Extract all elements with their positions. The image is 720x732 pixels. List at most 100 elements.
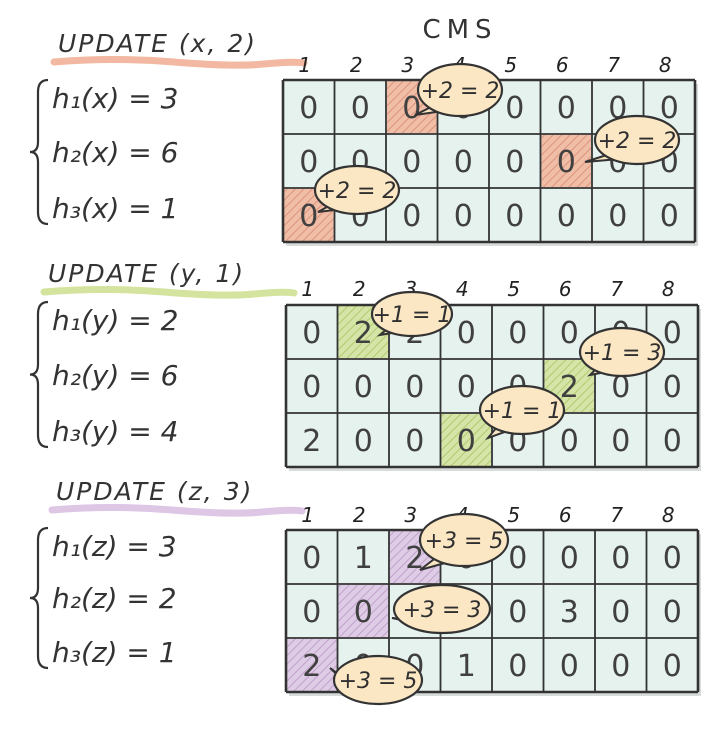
column-number: 1	[301, 277, 314, 301]
bubble-label: +2 = 2	[421, 79, 500, 104]
bubble-label: +1 = 1	[373, 303, 452, 328]
cell-value: 0	[508, 649, 527, 684]
cell-value: 0	[454, 145, 473, 180]
hash-function: h₂(x) = 6	[52, 136, 178, 169]
column-number: 6	[556, 53, 569, 77]
cell-value: 0	[560, 424, 579, 459]
cell-value: 0	[560, 316, 579, 351]
update-underline	[40, 286, 298, 299]
hash-function: h₁(x) = 3	[52, 82, 178, 115]
bubble-label: +1 = 3	[583, 341, 662, 366]
bubble-label: +1 = 1	[483, 399, 562, 424]
increment-bubble: +3 = 3	[391, 583, 492, 635]
panel-1: UPDATE (x, 2)h₁(x) = 3h₂(x) = 6h₃(x) = 1…	[29, 29, 698, 246]
hash-function: h₃(z) = 1	[52, 636, 177, 669]
cell-value: 0	[351, 91, 370, 126]
cell-value: 0	[302, 370, 321, 405]
cell-value: 0	[402, 145, 421, 180]
cell-value: 2	[405, 541, 424, 576]
bubble-shape	[332, 654, 424, 706]
cell-value: 0	[457, 370, 476, 405]
column-number: 8	[662, 277, 675, 301]
increment-bubble: +1 = 1	[478, 384, 566, 441]
column-number: 7	[610, 503, 623, 527]
column-number: 8	[662, 503, 675, 527]
brace	[29, 300, 49, 449]
cell-value: 0	[508, 595, 527, 630]
cell-value: 0	[663, 595, 682, 630]
cell-value: 0	[405, 370, 424, 405]
bubble-label: +3 = 3	[403, 598, 482, 623]
cell-value: 1	[457, 649, 476, 684]
bubble-shape	[593, 114, 681, 166]
cell-value: 0	[505, 145, 524, 180]
bubble-shape	[418, 512, 510, 568]
increment-bubble: +1 = 1	[370, 290, 454, 338]
column-number: 3	[404, 503, 417, 527]
cell-value: 0	[354, 370, 373, 405]
column-number: 8	[659, 53, 672, 77]
panel-3: UPDATE (z, 3) h₁(z) = 3 h₂(z) = 2 h₃(z) = 1…	[29, 477, 701, 706]
cell-value: 0	[505, 199, 524, 234]
cell-value: 0	[299, 145, 318, 180]
column-number: 6	[559, 503, 572, 527]
cell-value: 0	[660, 199, 679, 234]
cell-value: 0	[663, 424, 682, 459]
cell-value: 0	[663, 649, 682, 684]
hash-function: h₁(y) = 2	[52, 304, 178, 337]
cell-value: 0	[560, 649, 579, 684]
cell-value: 3	[560, 595, 579, 630]
hash-function: h₂(y) = 6	[52, 359, 178, 392]
bubble-shape	[478, 384, 566, 436]
cell-value: 0	[457, 424, 476, 459]
hash-function: h₁(z) = 3	[52, 530, 177, 563]
increment-bubble: +2 = 2	[313, 164, 401, 216]
cell-value: 0	[299, 199, 318, 234]
cell-value: 0	[508, 541, 527, 576]
cell-value: 2	[560, 370, 579, 405]
bubble-shape	[392, 583, 492, 635]
update-label: UPDATE (x, 2)	[58, 29, 257, 58]
bubble-label: +3 = 5	[339, 669, 418, 694]
panels: UPDATE (x, 2)h₁(x) = 3h₂(x) = 6h₃(x) = 1…	[29, 29, 701, 706]
column-number: 3	[401, 53, 414, 77]
column-number: 1	[301, 503, 314, 527]
cell-value: 0	[611, 424, 630, 459]
cell-value: 0	[354, 595, 373, 630]
cell-value: 1	[354, 541, 373, 576]
bubble-shape	[578, 326, 666, 378]
increment-bubble: +2 = 2	[414, 62, 504, 118]
column-number: 5	[507, 277, 520, 301]
hashed-cell-highlight	[338, 585, 388, 637]
column-number: 2	[350, 53, 363, 77]
hash-function: h₃(y) = 4	[52, 415, 178, 448]
update-label: UPDATE (z, 3)	[56, 477, 253, 506]
update-underline	[50, 56, 308, 69]
column-number: 7	[607, 53, 620, 77]
cell-value: 0	[405, 424, 424, 459]
panel-2: UPDATE (y, 1)h₁(y) = 2h₂(y) = 6h₃(y) = 4…	[29, 259, 701, 471]
cell-value: 0	[611, 370, 630, 405]
cell-value: 0	[560, 541, 579, 576]
cell-value: 0	[302, 316, 321, 351]
column-number: 2	[353, 277, 366, 301]
bubble-label: +2 = 2	[318, 179, 397, 204]
column-number: 2	[353, 503, 366, 527]
hashed-cell-highlight	[287, 639, 337, 691]
cell-value: 2	[302, 649, 321, 684]
cell-value: 0	[611, 595, 630, 630]
column-number: 6	[559, 277, 572, 301]
increment-bubble: +1 = 3	[578, 326, 666, 378]
increment-bubble: +3 = 5	[329, 654, 424, 706]
cell-value: 0	[611, 649, 630, 684]
cell-value: 0	[457, 316, 476, 351]
cell-value: 0	[402, 199, 421, 234]
cell-value: 0	[508, 316, 527, 351]
diagram-title: CMS	[422, 15, 497, 45]
cell-value: 0	[302, 595, 321, 630]
increment-bubble: +3 = 5	[418, 512, 510, 571]
cell-value: 2	[302, 424, 321, 459]
update-underline	[48, 504, 306, 517]
hash-function: h₂(z) = 2	[52, 582, 177, 615]
brace	[29, 78, 49, 226]
